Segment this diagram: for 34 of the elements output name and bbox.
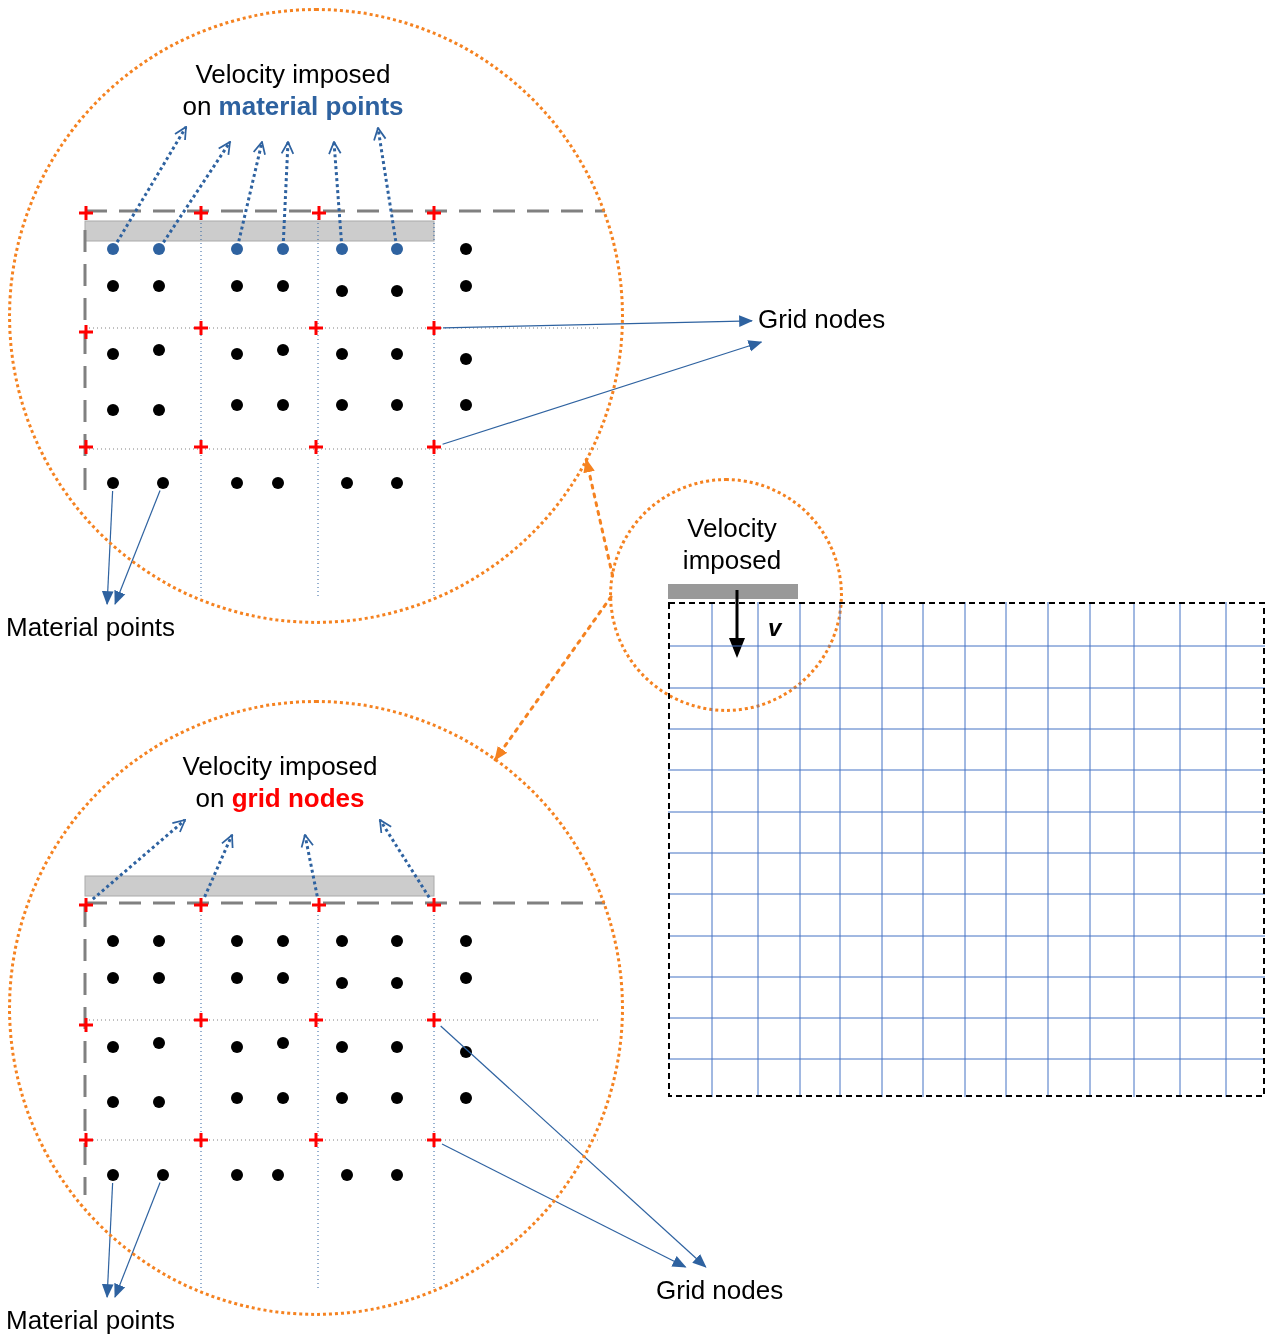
velocity-symbol: v — [768, 614, 782, 642]
dotted-arrow — [280, 141, 295, 242]
cross-marker — [311, 897, 327, 913]
callout-label: Material points — [6, 1303, 206, 1337]
dotted-arrow — [115, 126, 188, 243]
cross-marker — [193, 897, 209, 913]
cross-marker — [426, 439, 442, 455]
leader-line — [442, 315, 754, 329]
leader-line — [441, 340, 763, 445]
mesh-grid — [668, 602, 1265, 1097]
leader-line — [441, 1143, 687, 1268]
dotted-arrow — [378, 819, 431, 899]
heading-text: Velocity imposed on material points — [181, 58, 405, 122]
heading-text: Velocity imposed — [681, 512, 783, 576]
leader-line — [101, 490, 114, 606]
leader-line — [114, 489, 161, 606]
leader-line — [114, 1181, 161, 1299]
cross-marker — [426, 1012, 442, 1028]
cross-marker — [426, 320, 442, 336]
callout-label: Grid nodes — [758, 302, 908, 336]
dotted-arrow — [91, 818, 186, 901]
dotted-arrow — [300, 834, 319, 897]
callout-label: Material points — [6, 610, 206, 644]
cross-marker — [426, 897, 442, 913]
dotted-arrow — [328, 141, 343, 242]
dotted-arrow — [203, 834, 234, 898]
cross-marker — [78, 897, 94, 913]
callout-label: Grid nodes — [656, 1273, 806, 1307]
leader-line — [440, 1025, 707, 1268]
cross-marker — [426, 1132, 442, 1148]
leader-line — [101, 1182, 114, 1299]
dotted-arrow — [162, 141, 232, 244]
dotted-arrow — [493, 595, 613, 762]
heading-text: Velocity imposed on grid nodes — [181, 750, 379, 814]
